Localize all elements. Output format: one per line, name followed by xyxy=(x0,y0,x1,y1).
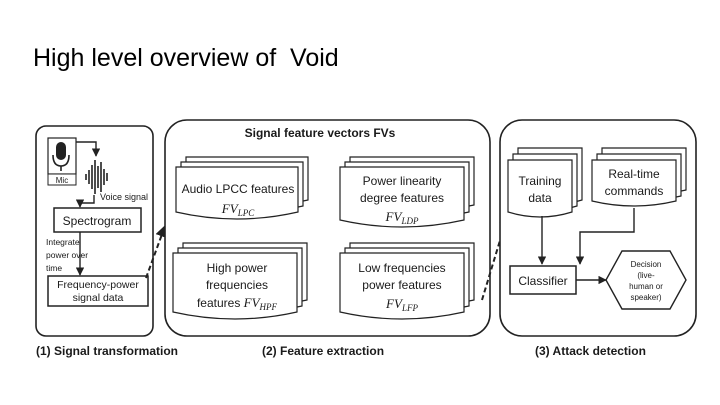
training-line-2: data xyxy=(528,191,552,205)
realtime-line-2: commands xyxy=(605,184,664,198)
spectrogram-box xyxy=(53,207,142,233)
signal-transformation-panel: Mic Voice signal Spectrogram Integrate p… xyxy=(35,125,154,337)
slide-title: High level overview of Void xyxy=(33,44,339,72)
realtime-commands-doc: Real-time commands xyxy=(591,147,687,207)
training-data-doc: Training data xyxy=(507,147,583,218)
ldp-features-doc: Power linearity degree features FVLDP xyxy=(339,156,475,228)
mic-label-box xyxy=(47,173,77,186)
decision-line-3: human or xyxy=(629,282,663,291)
hpf-line-3: features FVHPF xyxy=(197,295,278,312)
ldp-line-2: degree features xyxy=(360,191,444,205)
caption-signal-transformation: (1) Signal transformation xyxy=(36,344,178,358)
feature-vectors-header: Signal feature vectors FVs xyxy=(245,126,396,140)
attack-detection-panel: Training data Real-time commands Classif… xyxy=(499,119,697,337)
lpcc-line-1: Audio LPCC features xyxy=(182,182,295,196)
lfp-line-1: Low frequencies xyxy=(358,261,445,275)
freq-power-line-2: signal data xyxy=(73,292,124,304)
ldp-fv: FVLDP xyxy=(385,209,419,226)
ldp-line-1: Power linearity xyxy=(363,174,442,188)
freq-power-line-1: Frequency-power xyxy=(57,279,139,291)
hpf-line-2: frequencies xyxy=(206,278,268,292)
lpcc-fv: FVLPC xyxy=(221,201,255,218)
mic-to-waveform-arrow xyxy=(76,141,101,157)
lfp-fv: FVLFP xyxy=(385,296,418,313)
waveform-to-spectrogram-arrow xyxy=(75,195,95,208)
mic-icon xyxy=(47,137,77,175)
feature-extraction-panel: Signal feature vectors FVs Audio LPCC fe… xyxy=(164,119,491,337)
decision-line-2: (live- xyxy=(637,271,655,280)
integrate-line-3: time xyxy=(46,263,62,273)
decision-line-1: Decision xyxy=(631,260,662,269)
hpf-line-1: High power xyxy=(207,261,268,275)
hpf-features-doc: High power frequencies features FVHPF xyxy=(172,242,308,320)
lfp-line-2: power features xyxy=(362,278,441,292)
classifier-label: Classifier xyxy=(518,274,567,288)
transform-to-extraction-arrow xyxy=(145,224,167,279)
lpcc-features-doc: Audio LPCC features FVLPC xyxy=(175,156,309,220)
classifier-box xyxy=(509,265,577,295)
caption-attack-detection: (3) Attack detection xyxy=(535,344,646,358)
spectrogram-label: Spectrogram xyxy=(63,214,132,228)
lfp-features-doc: Low frequencies power features FVLFP xyxy=(339,242,475,320)
freq-power-box xyxy=(47,275,149,307)
integrate-line-1: Integrate xyxy=(46,237,80,247)
caption-feature-extraction: (2) Feature extraction xyxy=(262,344,384,358)
decision-hexagon xyxy=(605,250,687,310)
training-line-1: Training xyxy=(519,174,562,188)
voice-signal-label: Voice signal xyxy=(100,192,148,202)
realtime-to-classifier-arrow xyxy=(575,208,635,265)
waveform-icon xyxy=(85,160,108,194)
realtime-line-1: Real-time xyxy=(608,167,660,181)
mic-label: Mic xyxy=(56,176,68,185)
integrate-line-2: power over xyxy=(46,250,88,260)
decision-line-4: speaker) xyxy=(630,293,661,302)
